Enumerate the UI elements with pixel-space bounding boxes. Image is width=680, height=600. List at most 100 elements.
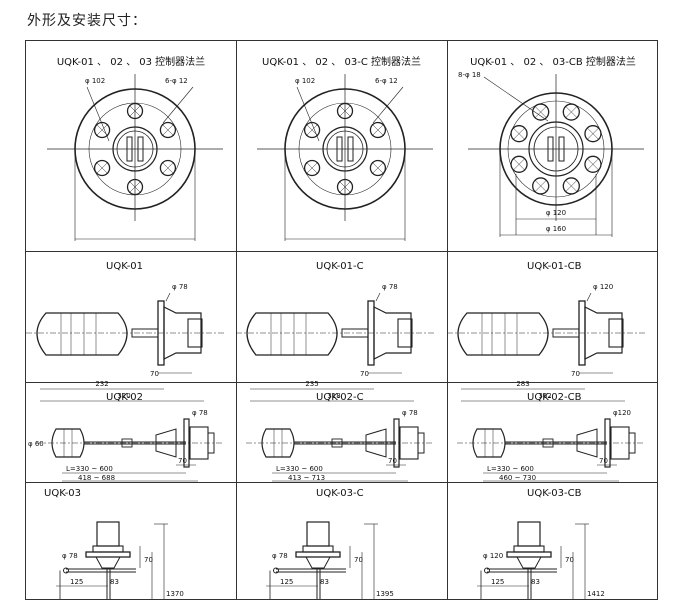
cell-title: UQK-01 (106, 261, 144, 272)
dimension-length: 1370 (166, 590, 184, 598)
dimension-length: 362 (538, 392, 551, 400)
cell-title: UQK-01 、 02 、 03-CB 控制器法兰 (470, 57, 636, 68)
float-body (261, 428, 295, 458)
dimension-length: L=330 ~ 600 (66, 465, 113, 473)
product-cell: UQK-03φ 78701258313701282 (26, 482, 236, 599)
dimension-diameter: φ 78 (192, 409, 208, 417)
dimension-length: 70 (565, 556, 574, 564)
float-body (457, 312, 549, 356)
dimension-length: 413 ~ 713 (288, 474, 325, 482)
bolt-hole (532, 177, 550, 195)
dimension-diameter: φ 102 (295, 77, 315, 85)
bolt-hole (303, 159, 321, 177)
dimension-length: 83 (531, 578, 540, 586)
dimension-length: 70 (150, 370, 159, 378)
technical-drawing: φ 120701258314121282 (477, 521, 605, 599)
cell-title: UQK-02-CB (527, 392, 582, 403)
dimension-diameter: φ 102 (85, 77, 105, 85)
dimension-length: L=330 ~ 600 (487, 465, 534, 473)
bolt-hole (369, 159, 387, 177)
dimension-bolt-holes: 8-φ 18 (458, 71, 481, 79)
page-title: 外形及安装尺寸： (27, 13, 147, 29)
row-divider (26, 482, 657, 483)
dimension-length: 460 ~ 730 (499, 474, 536, 482)
float-body (472, 428, 506, 458)
dimension-length: 70 (360, 370, 369, 378)
dimension-length: 70 (599, 457, 608, 465)
cell-title: UQK-01 、 02 、 03-C 控制器法兰 (262, 57, 421, 68)
dimension-length: 318 (327, 392, 340, 400)
dimension-length: 125 (491, 578, 504, 586)
dimension-length: 1412 (587, 590, 605, 598)
dimension-diameter: φ 78 (382, 283, 398, 291)
cell-title: UQK-03 (44, 488, 82, 499)
controller-housing (517, 521, 541, 547)
dimension-diameter: φ 78 (62, 552, 78, 560)
dimension-length: 70 (571, 370, 580, 378)
bolt-hole (159, 121, 177, 139)
row-divider (26, 382, 657, 383)
dimension-length: L=330 ~ 600 (276, 465, 323, 473)
product-cell: UQK-01 、 02 、 03 控制器法兰 φ 102 6-φ 12 (26, 41, 236, 251)
float-body (36, 312, 128, 356)
cell-title: UQK-01 、 02 、 03 控制器法兰 (56, 57, 206, 68)
technical-drawing: φ 102 6-φ 12 (47, 74, 223, 241)
technical-drawing: φ 102 6-φ 12 (257, 74, 433, 241)
dimension-length: 125 (70, 578, 83, 586)
dimension-length: 70 (354, 556, 363, 564)
dimension-bolt-holes: 6-φ 12 (165, 77, 188, 85)
controller-housing (96, 521, 120, 547)
bolt-hole (93, 159, 111, 177)
dimension-diameter: φ120 (613, 409, 631, 417)
bolt-hole (159, 159, 177, 177)
dimension-length: 70 (178, 457, 187, 465)
bolt-hole (369, 121, 387, 139)
dimension-length: 283 (516, 380, 529, 388)
bolt-hole (584, 155, 602, 173)
bolt-hole (303, 121, 321, 139)
bolt-hole (532, 103, 550, 121)
column-divider (447, 41, 448, 599)
dimension-length: 320 (117, 392, 130, 400)
bolt-hole (93, 121, 111, 139)
dimension-length: 70 (388, 457, 397, 465)
dimension-outer: φ 160 (546, 225, 566, 233)
cell-title: UQK-02-C (316, 392, 364, 403)
dimension-length: 418 ~ 688 (78, 474, 115, 482)
dimension-pcd: φ 120 (546, 209, 566, 217)
row-divider (26, 251, 657, 252)
dimension-length: 70 (144, 556, 153, 564)
bolt-hole (510, 125, 528, 143)
dimension-length: 83 (320, 578, 329, 586)
technical-drawing: 70 283 362 φ 120 (447, 283, 647, 402)
cell-title: UQK-01-CB (527, 261, 582, 272)
dimension-diameter: φ 60 (28, 440, 44, 448)
dimension-length: 1395 (376, 590, 394, 598)
controller-housing (306, 521, 330, 547)
bolt-hole (562, 103, 580, 121)
float-body (246, 312, 338, 356)
technical-drawing: φ 78701258313951282 (266, 521, 394, 599)
dimension-length: 83 (110, 578, 119, 586)
technical-drawing: φ 78701258313701282 (56, 521, 184, 599)
cell-title: UQK-03-C (316, 488, 364, 499)
product-cell: UQK-01 、 02 、 03-CB 控制器法兰 8-φ 18 φ 120 φ 16… (447, 41, 657, 251)
cell-title: UQK-01-C (316, 261, 364, 272)
bolt-hole (510, 155, 528, 173)
column-divider (236, 41, 237, 599)
product-cell: UQK-03-Cφ 78701258313951282 (236, 482, 447, 599)
product-cell: UQK-01 、 02 、 03-C 控制器法兰 φ 102 6-φ 12 (236, 41, 447, 251)
dimension-bolt-holes: 6-φ 12 (375, 77, 398, 85)
dimension-diameter: φ 120 (593, 283, 613, 291)
product-cell: UQK-01-CB 70 283 362 φ 120 (447, 251, 657, 402)
